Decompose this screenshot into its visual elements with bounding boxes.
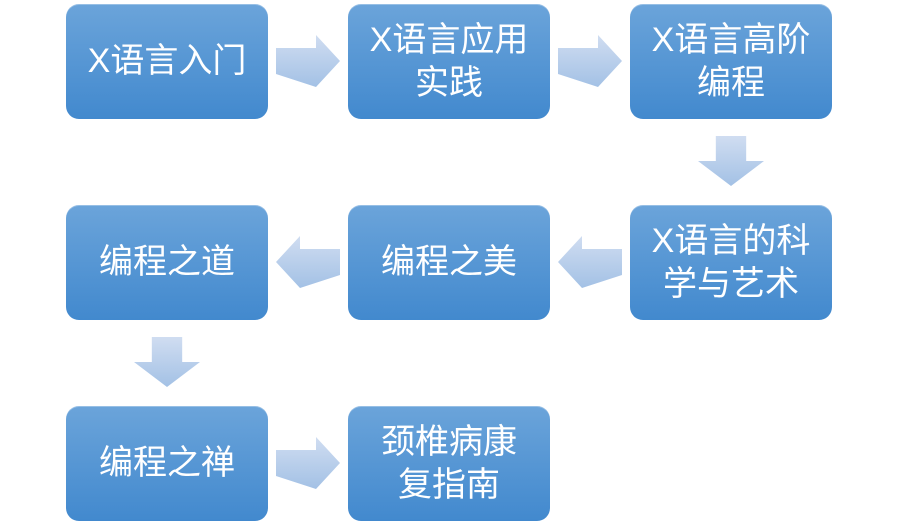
arrow-right-icon: [276, 437, 340, 489]
flow-node-x-language-practice: X语言应用 实践: [348, 4, 550, 119]
arrow-left-icon: [558, 236, 622, 288]
flow-node-science-and-art: X语言的科 学与艺术: [630, 205, 832, 320]
flow-node-beauty-of-programming: 编程之美: [348, 205, 550, 320]
flow-node-tao-of-programming: 编程之道: [66, 205, 268, 320]
flow-node-x-language-intro: X语言入门: [66, 4, 268, 119]
arrow-right-icon: [558, 35, 622, 87]
flow-node-cervical-rehab-guide: 颈椎病康 复指南: [348, 406, 550, 521]
flow-node-zen-of-programming: 编程之禅: [66, 406, 268, 521]
flow-node-x-language-advanced: X语言高阶 编程: [630, 4, 832, 119]
arrow-down-icon: [134, 337, 200, 387]
arrow-right-icon: [276, 35, 340, 87]
arrow-left-icon: [276, 236, 340, 288]
arrow-down-icon: [698, 136, 764, 186]
